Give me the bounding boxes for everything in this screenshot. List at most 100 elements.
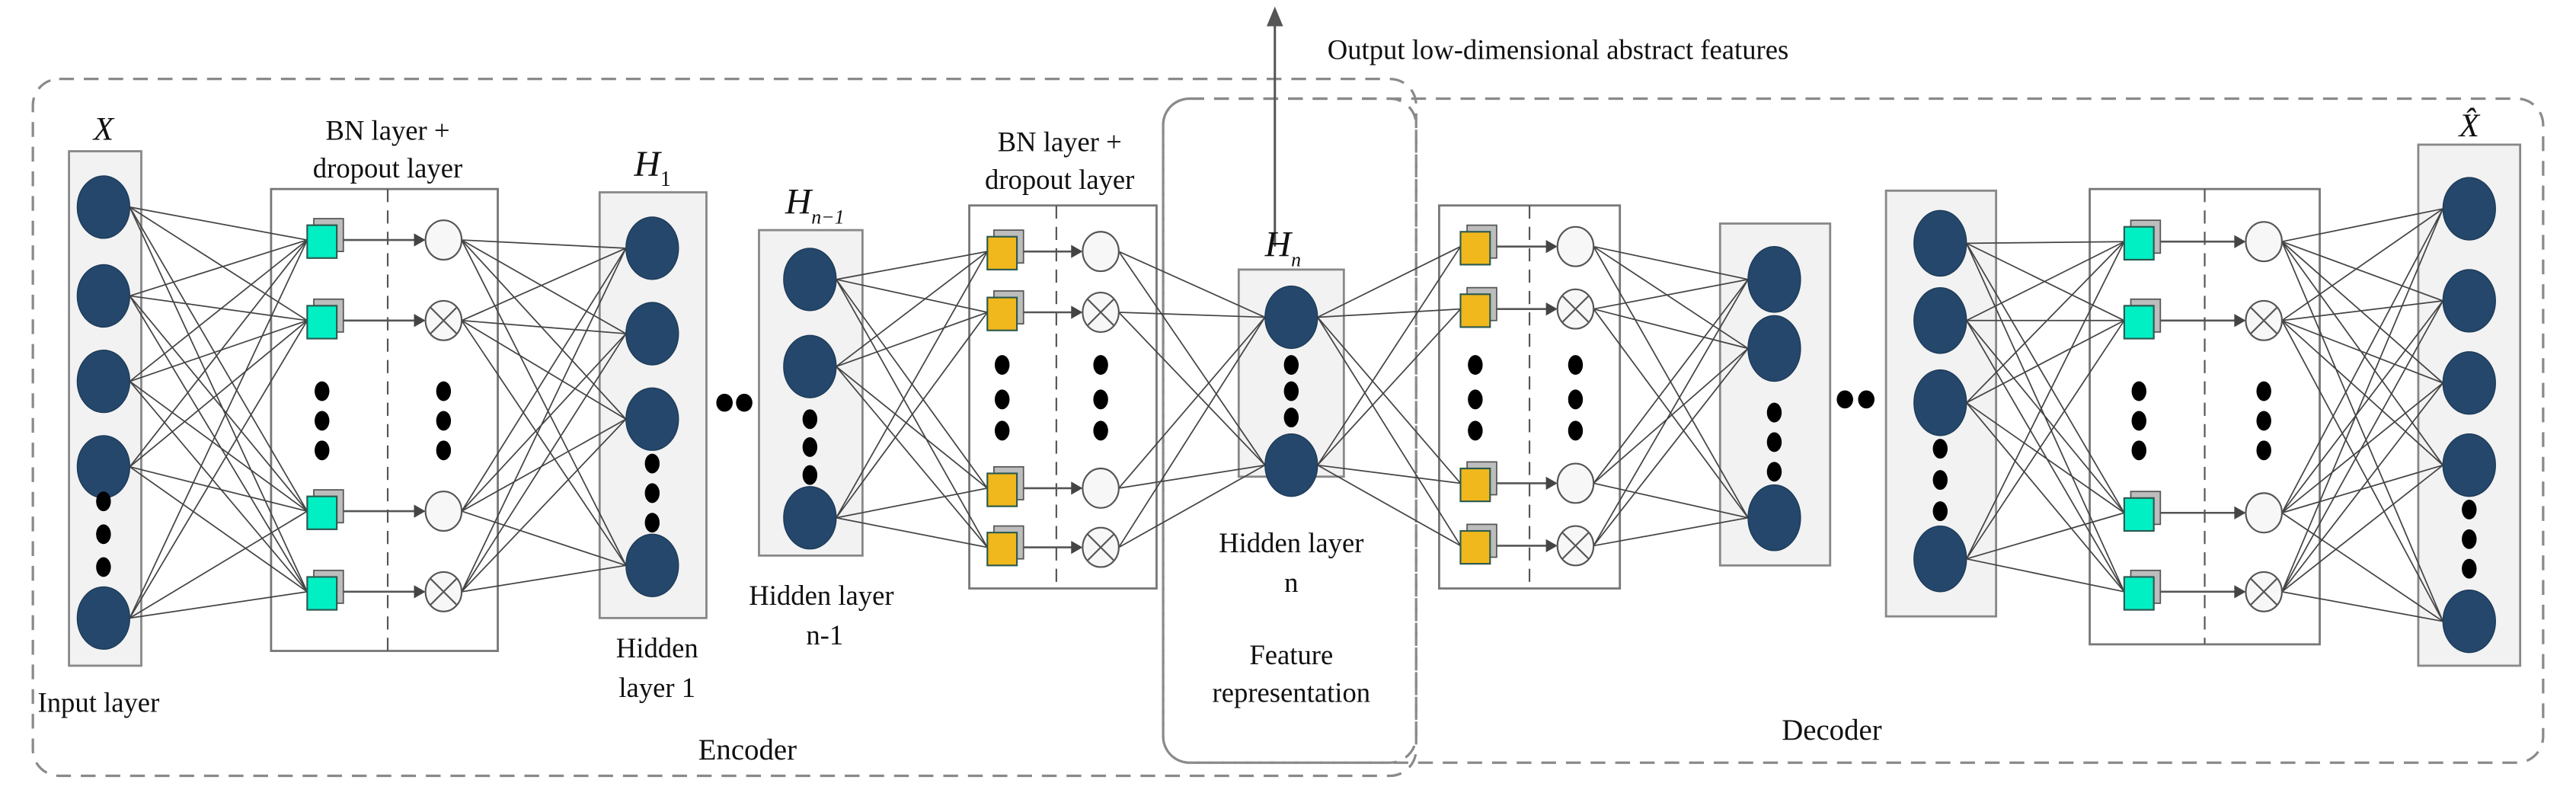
edge-hn1-bn2 bbox=[836, 251, 988, 367]
output-symbol: X̂ bbox=[2458, 108, 2481, 144]
edge-input-bn1 bbox=[129, 239, 308, 382]
bn4-dropout-unit-0 bbox=[2245, 221, 2283, 263]
hn-ellipsis-dot-0 bbox=[1283, 355, 1299, 375]
feature-caption-line2: representation bbox=[1213, 676, 1371, 708]
bn4-drop-ellipsis-dot-1 bbox=[2256, 411, 2271, 431]
bn2-dropout-unit-0 bbox=[1082, 231, 1120, 273]
bn1-arrowhead-icon-0 bbox=[414, 233, 426, 247]
hn-neuron-1 bbox=[1264, 433, 1318, 497]
bn2-bn-unit-0 bbox=[986, 235, 1018, 270]
edge-hn1-bn2 bbox=[836, 278, 988, 313]
bn2-caption-line1: BN layer + bbox=[998, 126, 1122, 158]
input-ellipsis-dot-1 bbox=[96, 524, 111, 545]
bn1-caption-line2: dropout layer bbox=[313, 152, 462, 184]
edge-bn1-h1 bbox=[461, 248, 627, 512]
hn1-neuron-2 bbox=[783, 486, 837, 550]
edge-bn2-hn bbox=[1118, 312, 1265, 318]
edge-bn3-dec1 bbox=[1593, 308, 1749, 350]
edge-bn3-dec1 bbox=[1593, 278, 1749, 310]
bn4-arrowhead-icon-0 bbox=[2234, 235, 2246, 248]
bn3-bn-unit-3 bbox=[1459, 529, 1491, 565]
hn1-ellipsis-dot-0 bbox=[802, 409, 818, 430]
edge-bn4-output bbox=[2281, 208, 2443, 243]
bn2-caption-line2: dropout layer bbox=[985, 164, 1134, 195]
bn3-bn-unit-1 bbox=[1459, 293, 1491, 328]
output-ellipsis-dot-1 bbox=[2462, 529, 2477, 549]
edge-bn4-output bbox=[2281, 208, 2443, 321]
bn2-dropout-unit-2 bbox=[1082, 467, 1120, 509]
bn3-drop-ellipsis-dot-2 bbox=[1568, 420, 1584, 441]
edge-input-bn1 bbox=[129, 590, 308, 619]
h1-caption-line1: Hidden bbox=[616, 632, 698, 663]
edge-dec2-bn4 bbox=[1966, 242, 2125, 513]
bn3-bn-ellipsis-dot-2 bbox=[1468, 420, 1483, 441]
edge-bn3-dec1 bbox=[1593, 279, 1749, 484]
bn2-arrowhead-icon-2 bbox=[1071, 481, 1083, 495]
edge-input-bn1 bbox=[129, 295, 308, 512]
edge-bn1-h1 bbox=[461, 239, 627, 566]
edge-hn-bn3 bbox=[1317, 316, 1462, 484]
edge-bn4-output bbox=[2281, 241, 2443, 302]
hn-caption-line1: Hidden layer bbox=[1219, 527, 1363, 558]
edge-hn-bn3 bbox=[1317, 464, 1461, 484]
bn1-drop-ellipsis-dot-2 bbox=[436, 440, 452, 461]
hn1-neuron-1 bbox=[783, 334, 837, 398]
edge-bn1-h1 bbox=[461, 248, 627, 321]
edge-dec2-bn4 bbox=[1966, 242, 2125, 321]
input-neuron-1 bbox=[76, 264, 131, 328]
h1-symbol: H1 bbox=[634, 145, 671, 191]
hn1-caption-line2: n-1 bbox=[806, 619, 843, 651]
bn2-dropped-cross-icon-3 bbox=[1087, 533, 1114, 561]
edge-bn3-dec1 bbox=[1593, 245, 1749, 280]
edge-bn4-output bbox=[2281, 382, 2443, 513]
bn4-drop-ellipsis-dot-2 bbox=[2256, 440, 2271, 461]
bn1-drop-ellipsis-dot-1 bbox=[436, 411, 452, 431]
edge-bn4-output bbox=[2281, 320, 2443, 466]
bn4-bn-unit-2 bbox=[2123, 497, 2155, 532]
edge-bn2-hn bbox=[1118, 251, 1266, 466]
input-caption: Input layer bbox=[38, 686, 160, 718]
edge-bn1-h1 bbox=[461, 564, 626, 593]
edge-bn4-output bbox=[2281, 300, 2443, 321]
bn3-arrowhead-icon-3 bbox=[1545, 539, 1558, 553]
bn1-bn-ellipsis-dot-0 bbox=[315, 381, 330, 401]
bn1-arrowhead-icon-1 bbox=[414, 314, 426, 328]
output-neuron-4 bbox=[2442, 590, 2496, 654]
edge-hn-bn3 bbox=[1317, 317, 1462, 546]
encoder-outline bbox=[31, 77, 1417, 778]
bn4-bn-ellipsis-dot-0 bbox=[2131, 381, 2146, 401]
input-neuron-0 bbox=[76, 175, 131, 239]
edge-bn3-dec1 bbox=[1593, 279, 1749, 546]
bn3-dropout-unit-2 bbox=[1556, 462, 1595, 504]
dec2-neuron-0 bbox=[1913, 209, 1967, 277]
edge-bn2-hn bbox=[1118, 464, 1266, 548]
bn4-bn-ellipsis-dot-2 bbox=[2131, 440, 2146, 461]
edge-input-bn1 bbox=[129, 239, 308, 619]
edge-input-bn1 bbox=[129, 239, 308, 297]
bn3-dropped-cross-icon-1 bbox=[1561, 296, 1590, 323]
bn2-drop-ellipsis-dot-1 bbox=[1093, 389, 1108, 410]
edge-bn1-h1 bbox=[461, 333, 627, 593]
dec2-ellipsis-dot-1 bbox=[1932, 470, 1948, 491]
bn2-arrowhead-icon-0 bbox=[1071, 245, 1083, 258]
hn-ellipsis-dot-1 bbox=[1283, 381, 1299, 401]
decoder-outline bbox=[1162, 97, 2545, 764]
edge-dec2-bn4 bbox=[1966, 241, 2124, 245]
hn1-neuron-0 bbox=[783, 248, 837, 312]
edge-dec2-bn4 bbox=[1966, 320, 2125, 513]
edge-bn1-h1 bbox=[461, 333, 627, 512]
input-ellipsis-dot-2 bbox=[96, 557, 111, 577]
layer-gap-ellipsis-dot-1 bbox=[736, 393, 753, 412]
edge-bn4-output bbox=[2281, 465, 2443, 593]
bn1-dropout-unit-0 bbox=[424, 219, 463, 261]
bn3-bn-ellipsis-dot-0 bbox=[1468, 355, 1483, 375]
bn3-dropout-unit-0 bbox=[1556, 225, 1595, 267]
h1-ellipsis-dot-2 bbox=[644, 513, 660, 533]
edge-dec2-bn4 bbox=[1966, 401, 2125, 513]
bn2-dropped-cross-icon-1 bbox=[1087, 299, 1114, 326]
layer-gap-ellipsis-dot-3 bbox=[1858, 390, 1875, 409]
edge-bn1-h1 bbox=[461, 239, 627, 420]
dec2-neuron-1 bbox=[1913, 286, 1967, 354]
bn4-dropped-cross-icon-1 bbox=[2250, 307, 2277, 334]
edge-bn2-hn bbox=[1118, 317, 1266, 548]
